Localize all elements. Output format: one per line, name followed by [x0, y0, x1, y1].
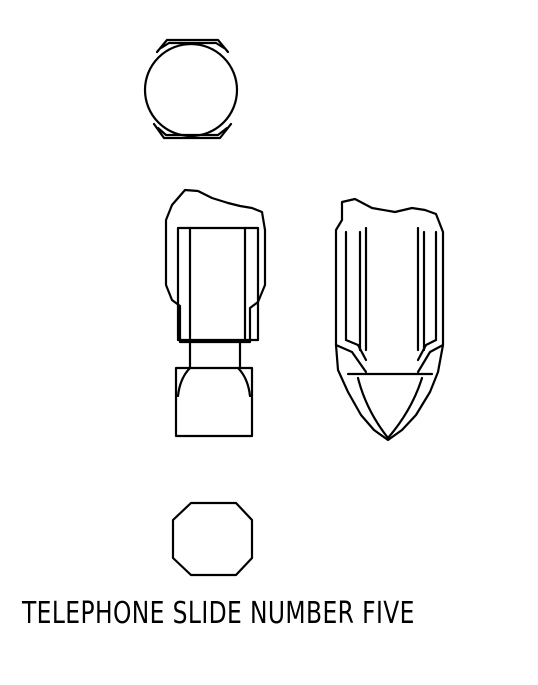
drawing-caption: TELEPHONE SLIDE NUMBER FIVE [22, 596, 415, 631]
front-view-shank [176, 226, 260, 342]
side-view-taper-right-inner [416, 338, 438, 362]
end-view-bottom-flat [152, 122, 233, 140]
front-view-head-chamfer-right [236, 366, 252, 398]
end-view-bottom-flat-inner [156, 126, 229, 137]
side-view-tip-left [356, 376, 390, 440]
front-view-outer-profile [164, 188, 267, 344]
end-view-circle [143, 42, 239, 138]
end-view-octagon [171, 501, 254, 577]
end-view-bottom [171, 501, 254, 577]
side-view-tip-right [386, 376, 424, 440]
front-view-head [174, 366, 254, 438]
side-view-taper-left [334, 343, 368, 374]
side-view-outer-profile [334, 197, 445, 442]
side-view-taper-left-inner [344, 338, 368, 362]
side-view [334, 197, 445, 442]
end-view-top-flat [155, 38, 230, 54]
end-view-top [143, 38, 239, 140]
end-view-top-flat-inner [159, 41, 226, 50]
front-view-head-chamfer-left [176, 366, 192, 398]
side-view-taper-right [416, 343, 445, 374]
front-view [164, 188, 267, 438]
